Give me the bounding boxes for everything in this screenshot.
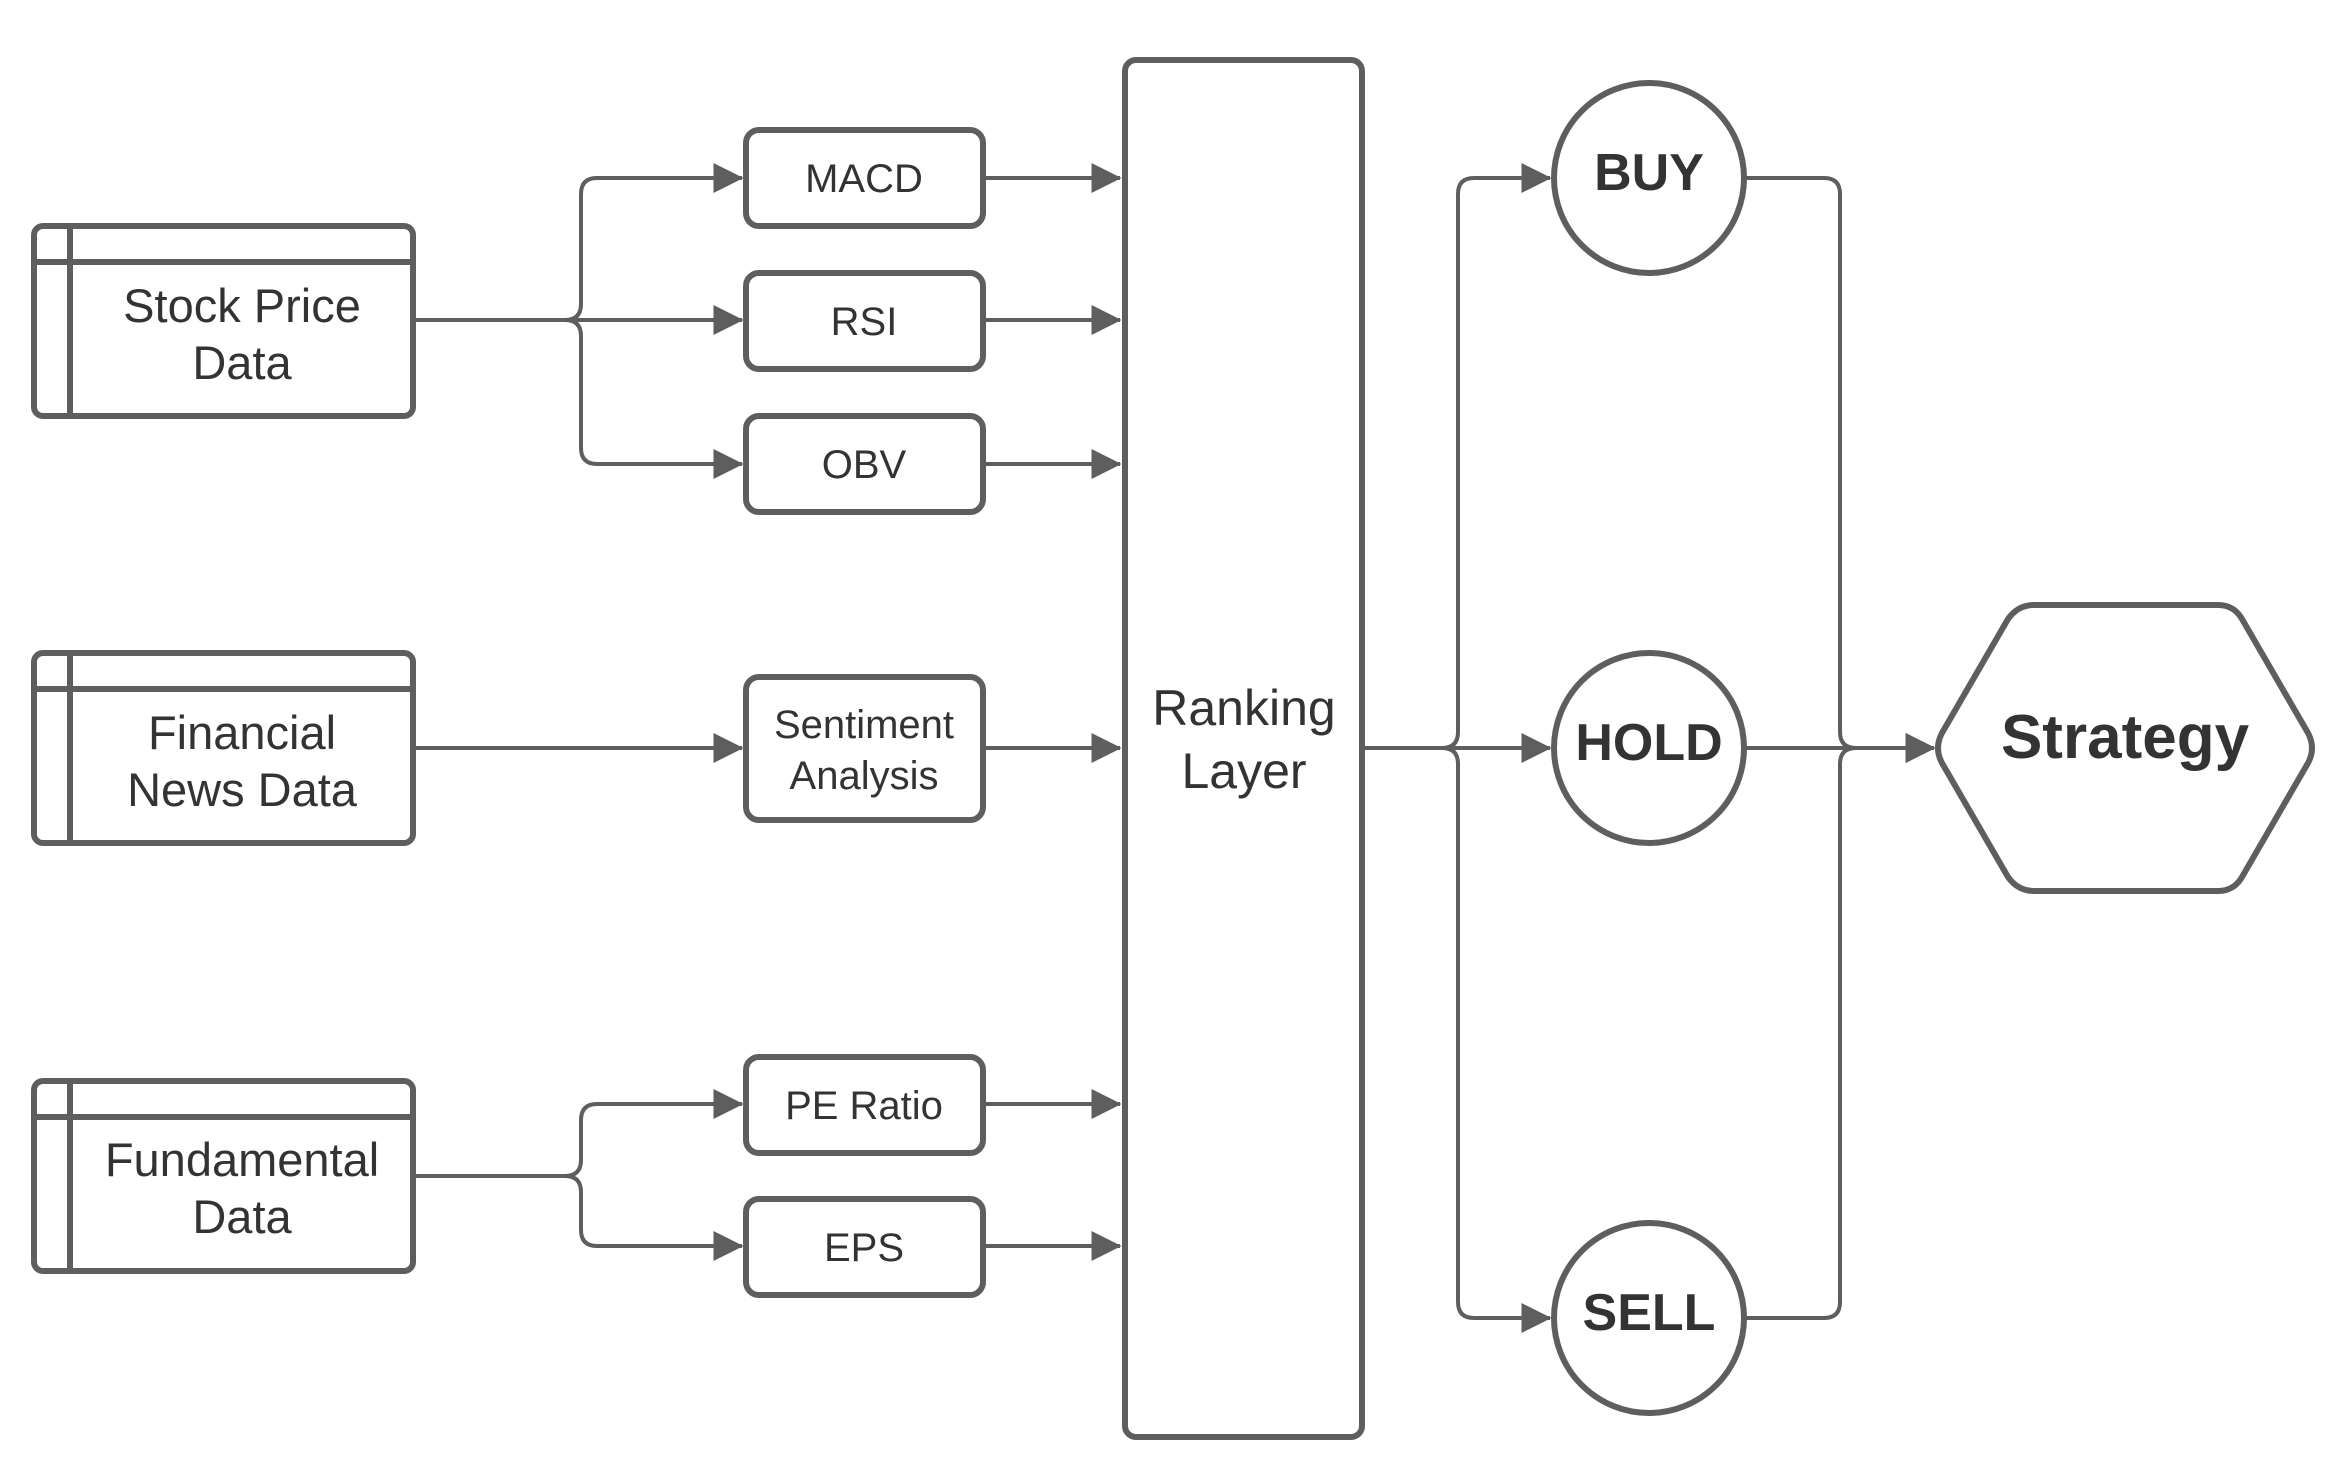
edge-ranking-to-buy — [1362, 163, 1552, 750]
edge-ranking-to-sell — [1362, 746, 1552, 1333]
edge-stock-to-macd — [413, 163, 744, 322]
connectors — [413, 163, 1936, 1333]
decision-buy-label: BUY — [1594, 144, 1704, 202]
decision-hold: HOLD — [1551, 650, 1747, 846]
indicator-macd: MACD — [743, 127, 986, 229]
decision-sell-label: SELL — [1583, 1284, 1716, 1342]
indicator-sentiment-label-2: Analysis — [790, 754, 939, 798]
source-fund-label-1: Fundamental — [105, 1133, 379, 1186]
indicator-sentiment: Sentiment Analysis — [743, 674, 986, 823]
ranking-layer-label-2: Layer — [1181, 743, 1306, 799]
decision-hold-label: HOLD — [1575, 714, 1722, 772]
indicator-eps: EPS — [743, 1196, 986, 1298]
strategy-node: Strategy — [1935, 602, 2315, 894]
source-news-label-2: News Data — [127, 763, 358, 816]
data-source-news: Financial News Data — [31, 650, 416, 846]
indicator-sentiment-label-1: Sentiment — [774, 703, 954, 747]
edge-fund-to-pe — [413, 1089, 744, 1178]
ranking-layer-label-1: Ranking — [1152, 680, 1335, 736]
indicator-macd-label: MACD — [805, 157, 923, 201]
indicator-rsi: RSI — [743, 270, 986, 372]
indicator-eps-label: EPS — [824, 1226, 904, 1270]
strategy-label: Strategy — [2001, 703, 2250, 772]
source-stock-label-1: Stock Price — [123, 279, 361, 332]
indicator-obv: OBV — [743, 413, 986, 515]
source-stock-label-2: Data — [192, 336, 292, 389]
edge-stock-to-obv — [413, 318, 744, 479]
data-source-fundamental: Fundamental Data — [31, 1078, 416, 1274]
source-fund-label-2: Data — [192, 1190, 292, 1243]
indicator-obv-label: OBV — [822, 443, 907, 487]
data-source-stock: Stock Price Data — [31, 223, 416, 419]
edge-fund-to-eps — [413, 1174, 744, 1261]
indicator-pe-ratio: PE Ratio — [743, 1054, 986, 1156]
ranking-layer: Ranking Layer — [1122, 57, 1365, 1440]
edge-buy-to-strategy — [1744, 176, 1936, 763]
indicator-rsi-label: RSI — [831, 300, 898, 344]
indicator-pe-label: PE Ratio — [785, 1084, 943, 1128]
source-news-label-1: Financial — [148, 706, 336, 759]
decision-sell: SELL — [1551, 1220, 1747, 1416]
decision-buy: BUY — [1551, 80, 1747, 276]
edge-sell-to-strategy — [1744, 733, 1936, 1320]
